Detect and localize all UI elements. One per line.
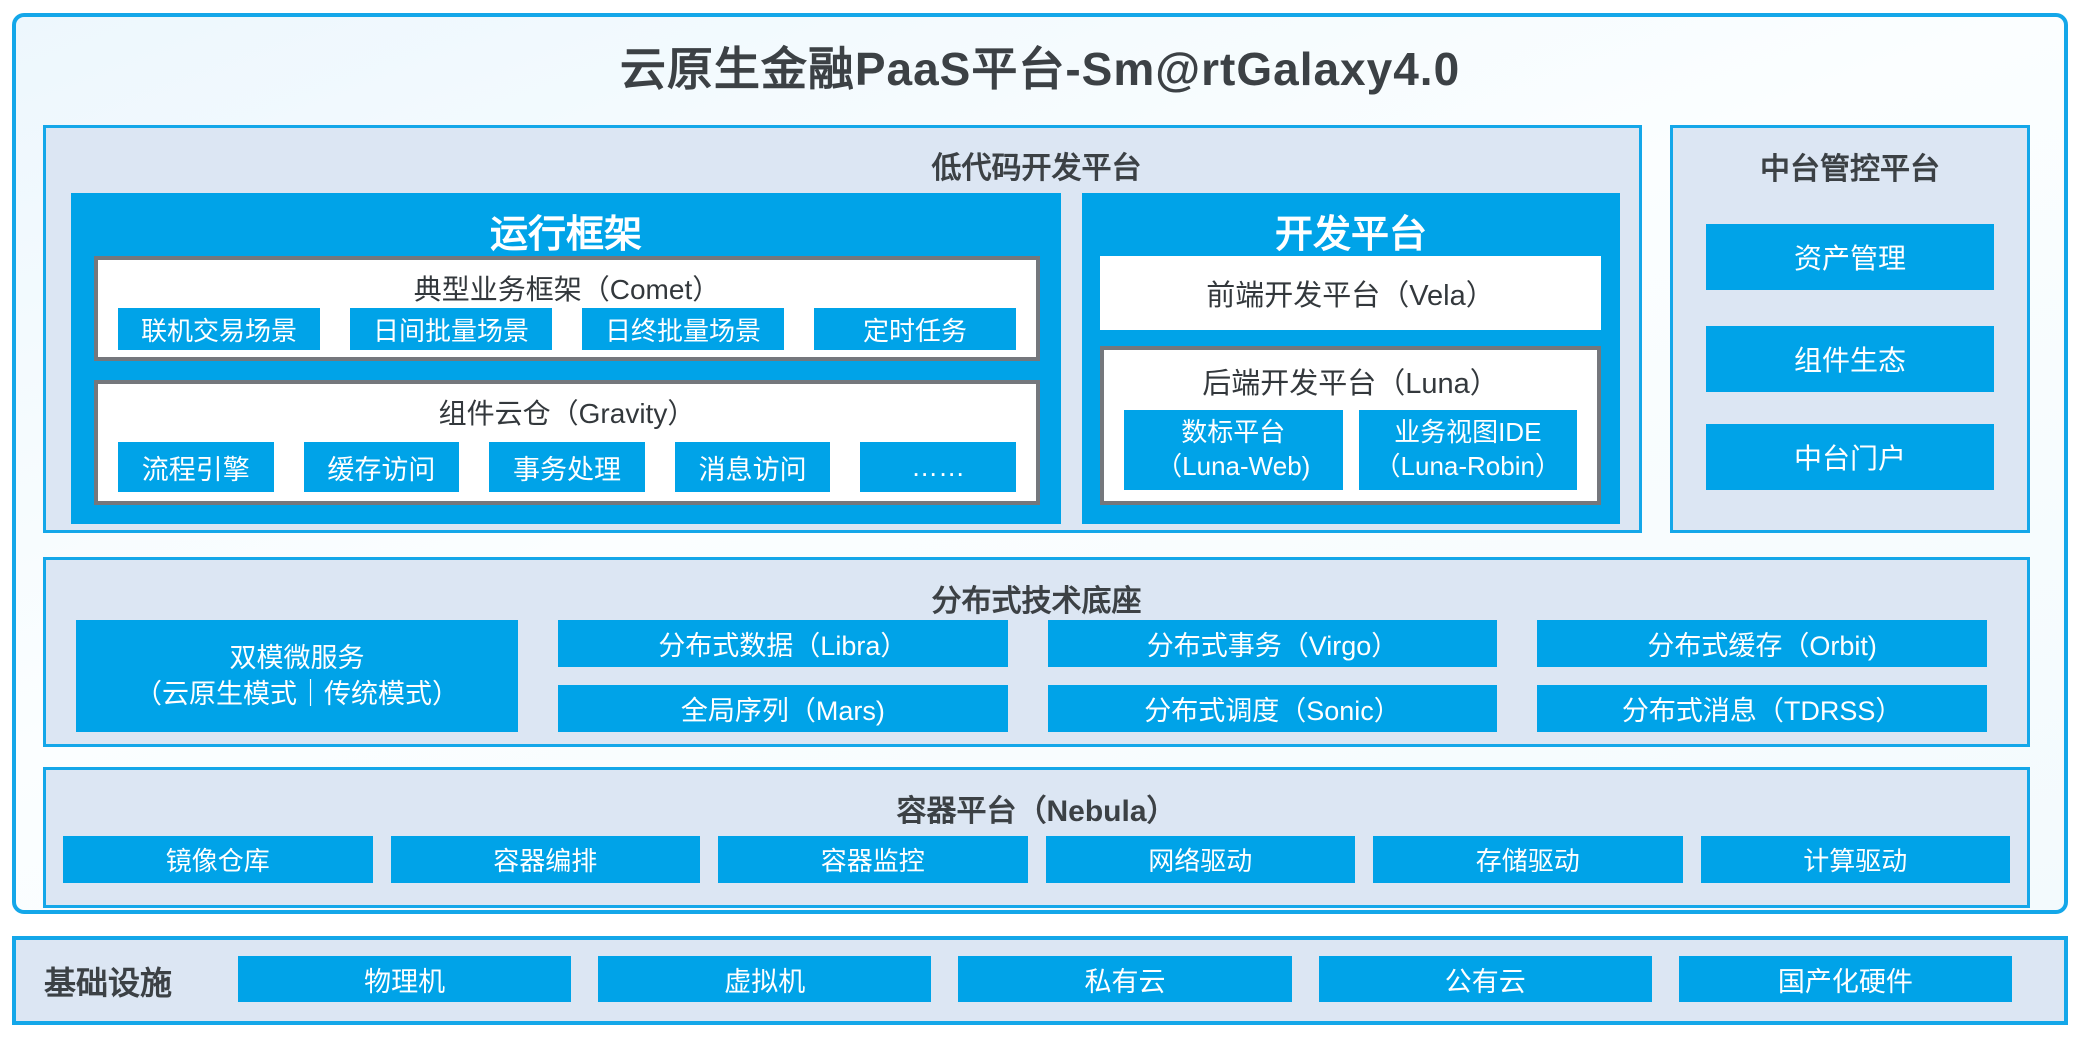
physical-machine-block: 物理机 xyxy=(238,956,572,1002)
main-frame: 云原生金融PaaS平台-Sm@rtGalaxy4.0 运行框架 典型业务框架（C… xyxy=(12,13,2068,914)
luna-web-block: 数标平台 （Luna-Web) xyxy=(1124,410,1343,490)
page-title: 云原生金融PaaS平台-Sm@rtGalaxy4.0 xyxy=(619,43,1461,95)
comet-item-2: 日间批量场景 xyxy=(350,308,552,350)
midend-item-1: 资产管理 xyxy=(1706,224,1994,290)
gravity-item-2: 缓存访问 xyxy=(303,442,460,492)
image-registry-block: 镜像仓库 xyxy=(63,836,373,883)
distributed-column-3: 分布式缓存（Orbit) 分布式消息（TDRSS） xyxy=(1537,620,1988,732)
distributed-scheduling-block: 分布式调度（Sonic） xyxy=(1047,685,1498,732)
comet-title: 典型业务框架（Comet） xyxy=(413,274,721,305)
midend-item-3: 中台门户 xyxy=(1706,424,1994,490)
comet-framework-box: 典型业务框架（Comet） 联机交易场景 日间批量场景 日终批量场景 定时任务 xyxy=(94,256,1040,361)
distributed-column-2: 分布式事务（Virgo） 分布式调度（Sonic） xyxy=(1047,620,1498,732)
luna-web-line2: （Luna-Web) xyxy=(1156,451,1311,481)
network-driver-block: 网络驱动 xyxy=(1045,836,1355,883)
luna-robin-block: 业务视图IDE （Luna-Robin） xyxy=(1358,410,1577,490)
infrastructure-title: 基础设施 xyxy=(44,964,173,1001)
luna-title: 后端开发平台（Luna） xyxy=(1202,368,1499,400)
comet-item-1: 联机交易场景 xyxy=(118,308,320,350)
compute-driver-block: 计算驱动 xyxy=(1700,836,2010,883)
dev-platform-title: 开发平台 xyxy=(1274,214,1427,256)
comet-items: 联机交易场景 日间批量场景 日终批量场景 定时任务 xyxy=(118,308,1016,350)
distributed-transaction-block: 分布式事务（Virgo） xyxy=(1047,620,1498,667)
container-monitoring-block: 容器监控 xyxy=(718,836,1028,883)
runtime-framework-title: 运行框架 xyxy=(489,214,642,256)
vela-label: 前端开发平台（Vela） xyxy=(1206,280,1495,312)
distributed-cache-block: 分布式缓存（Orbit) xyxy=(1537,620,1988,667)
infrastructure-items: 物理机 虚拟机 私有云 公有云 国产化硬件 xyxy=(238,956,2013,1002)
midend-item-2: 组件生态 xyxy=(1706,326,1994,392)
gravity-item-4: 消息访问 xyxy=(674,442,831,492)
public-cloud-block: 公有云 xyxy=(1318,956,1652,1002)
distributed-base-title: 分布式技术底座 xyxy=(931,585,1142,618)
low-code-platform-title: 低代码开发平台 xyxy=(931,152,1142,185)
infrastructure-panel: 基础设施 物理机 虚拟机 私有云 公有云 国产化硬件 xyxy=(12,936,2068,1025)
gravity-item-3: 事务处理 xyxy=(489,442,645,492)
gravity-warehouse-box: 组件云仓（Gravity） 流程引擎 缓存访问 事务处理 消息访问 …… xyxy=(94,380,1040,505)
private-cloud-block: 私有云 xyxy=(958,956,1292,1002)
gravity-item-1: 流程引擎 xyxy=(118,442,274,492)
comet-item-4: 定时任务 xyxy=(814,308,1016,350)
gravity-item-more: …… xyxy=(860,442,1016,492)
global-sequence-block: 全局序列（Mars) xyxy=(558,685,1008,732)
vela-frontend-box: 前端开发平台（Vela） xyxy=(1100,256,1601,330)
luna-web-line1: 数标平台 xyxy=(1181,417,1286,448)
low-code-platform-panel: 运行框架 典型业务框架（Comet） 联机交易场景 日间批量场景 日终批量场景 … xyxy=(43,125,1642,533)
gravity-title: 组件云仓（Gravity） xyxy=(438,398,696,429)
dev-platform-section: 开发平台 前端开发平台（Vela） 后端开发平台（Luna） 数标平台 （Lun… xyxy=(1082,193,1620,524)
distributed-base-items: 双模微服务 （云原生模式｜传统模式） 分布式数据（Libra） 全局序列（Mar… xyxy=(76,620,1988,732)
gravity-items: 流程引擎 缓存访问 事务处理 消息访问 …… xyxy=(118,442,1016,492)
comet-item-3: 日终批量场景 xyxy=(582,308,784,350)
dual-mode-line2: （云原生模式｜传统模式） xyxy=(135,679,459,709)
luna-robin-line2: （Luna-Robin） xyxy=(1374,451,1561,481)
container-orchestration-block: 容器编排 xyxy=(390,836,700,883)
midend-platform-title: 中台管控平台 xyxy=(1760,153,1940,186)
container-platform-items: 镜像仓库 容器编排 容器监控 网络驱动 存储驱动 计算驱动 xyxy=(63,836,2010,883)
distributed-column-1: 分布式数据（Libra） 全局序列（Mars) xyxy=(558,620,1008,732)
runtime-framework-section: 运行框架 典型业务框架（Comet） 联机交易场景 日间批量场景 日终批量场景 … xyxy=(71,193,1061,524)
distributed-base-panel: 分布式技术底座 双模微服务 （云原生模式｜传统模式） 分布式数据（Libra） … xyxy=(43,557,2030,747)
distributed-message-block: 分布式消息（TDRSS） xyxy=(1537,685,1988,732)
platform-row: 运行框架 典型业务框架（Comet） 联机交易场景 日间批量场景 日终批量场景 … xyxy=(43,125,2030,533)
domestic-hardware-block: 国产化硬件 xyxy=(1678,956,2013,1002)
distributed-data-block: 分布式数据（Libra） xyxy=(558,620,1008,667)
virtual-machine-block: 虚拟机 xyxy=(598,956,932,1002)
dual-mode-line1: 双模微服务 xyxy=(229,642,365,673)
luna-items: 数标平台 （Luna-Web) 业务视图IDE （Luna-Robin） xyxy=(1124,410,1577,490)
midend-platform-panel: 中台管控平台 资产管理 组件生态 中台门户 xyxy=(1670,125,2030,533)
storage-driver-block: 存储驱动 xyxy=(1373,836,1683,883)
luna-robin-line1: 业务视图IDE xyxy=(1394,417,1542,448)
dual-mode-microservice-block: 双模微服务 （云原生模式｜传统模式） xyxy=(76,620,518,732)
luna-backend-box: 后端开发平台（Luna） 数标平台 （Luna-Web) 业务视图IDE （Lu… xyxy=(1100,346,1601,505)
container-platform-title: 容器平台（Nebula） xyxy=(896,795,1177,828)
container-platform-panel: 容器平台（Nebula） 镜像仓库 容器编排 容器监控 网络驱动 存储驱动 计算… xyxy=(43,767,2030,908)
